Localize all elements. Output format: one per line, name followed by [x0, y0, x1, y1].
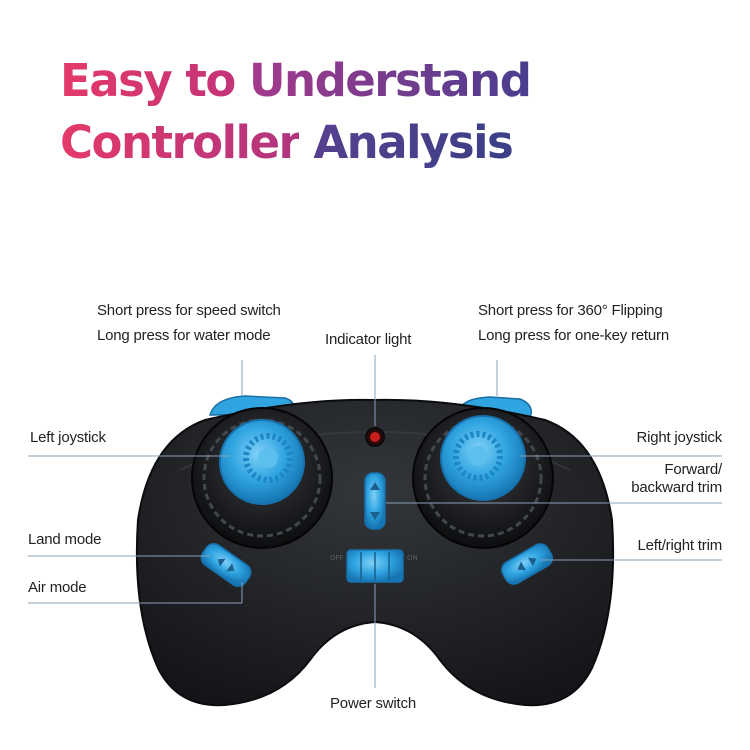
title-word-controller: Controller [60, 116, 301, 169]
page-title: Easy to Understand Controller Analysis [60, 50, 532, 174]
label-left-right-trim: Left/right trim [637, 537, 722, 554]
power-off-marker: OFF [330, 554, 344, 562]
label-right-joystick: Right joystick [636, 429, 722, 446]
title-word-easy-to: Easy to [60, 54, 236, 107]
title-line-2: Controller Analysis [60, 112, 530, 174]
label-water-mode: Long press for water mode [97, 327, 271, 344]
label-forward-trim-line1: Forward/ [664, 461, 722, 478]
callout-lines [28, 355, 722, 688]
power-on-marker: ON [407, 554, 418, 562]
land-air-mode-button[interactable] [198, 540, 254, 589]
label-one-key-return: Long press for one-key return [478, 327, 669, 344]
label-speed-switch: Short press for speed switch [97, 302, 281, 319]
label-land-mode: Land mode [28, 531, 102, 548]
label-left-joystick: Left joystick [30, 429, 106, 446]
label-forward-trim-line2: backward trim [631, 479, 722, 496]
title-word-analysis: Analysis [313, 116, 513, 169]
forward-backward-trim-button[interactable] [364, 472, 386, 530]
label-power-switch: Power switch [330, 695, 416, 712]
label-indicator-light: Indicator light [325, 331, 412, 348]
label-flipping: Short press for 360° Flipping [478, 302, 663, 319]
label-air-mode: Air mode [28, 579, 87, 596]
title-line-1: Easy to Understand [60, 50, 532, 112]
title-word-understand: Understand [249, 54, 532, 107]
left-right-trim-button[interactable] [498, 541, 555, 588]
